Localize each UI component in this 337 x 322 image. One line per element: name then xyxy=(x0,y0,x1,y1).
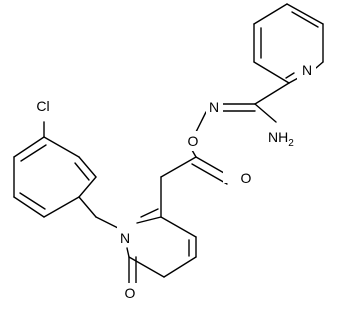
carbonyl-oxygen-label: O xyxy=(125,285,136,301)
atom-labels: Cl N N NH2 O O N O xyxy=(28,60,316,303)
ring-nitrogen-label: N xyxy=(120,230,130,246)
chlorophenyl-ring xyxy=(13,121,97,218)
chlorine-label: Cl xyxy=(36,98,49,114)
oxime-oxygen-label: O xyxy=(188,133,199,149)
pyridine-nitrogen-label: N xyxy=(302,62,312,78)
pyridinone-ring xyxy=(126,176,197,286)
pyridine-ring xyxy=(253,3,324,84)
imine-nitrogen-label: N xyxy=(209,99,219,115)
amine-subscript: 2 xyxy=(288,138,294,149)
benzyl-linker xyxy=(78,196,119,229)
amine-label: NH2 xyxy=(268,129,294,149)
ester-oxygen-label: O xyxy=(241,170,252,186)
amidoxime-chain xyxy=(160,82,290,185)
